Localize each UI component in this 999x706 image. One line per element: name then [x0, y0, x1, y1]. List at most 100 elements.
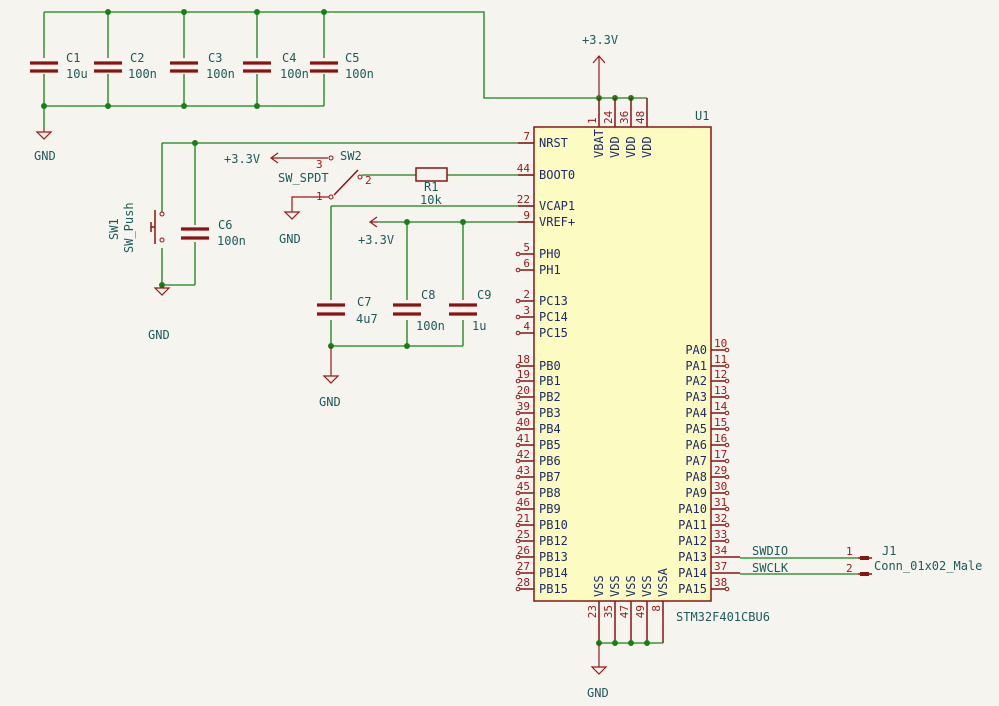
svg-text:GND: GND: [148, 328, 170, 342]
pin-pa3-end: [724, 394, 730, 400]
svg-text:1: 1: [316, 190, 323, 203]
cap-c1[interactable]: C1 10u: [30, 51, 88, 81]
pin-pa2-end: [724, 378, 730, 384]
decoupling-bank: C1 10u C2 100n C3 100n C4 100n C5 100n G…: [30, 9, 647, 163]
sw1-value: SW_Push: [122, 202, 136, 253]
cap-c6[interactable]: C6 100n: [181, 218, 246, 248]
pin-pb15-label: PB15: [539, 582, 568, 596]
pin-pa3-number: 13: [714, 384, 727, 397]
pin-ph1-end: [515, 267, 521, 273]
pin-pa5-number: 15: [714, 416, 727, 429]
pin-pb8-label: PB8: [539, 486, 561, 500]
cap-c5[interactable]: C5 100n: [310, 51, 374, 81]
pin-pb2-number: 20: [517, 384, 530, 397]
pin-pa15-end: [724, 586, 730, 592]
pin-pc14-end: [515, 314, 521, 320]
pin-top-36-label: VDD: [624, 136, 638, 158]
pin-pb15-end: [515, 586, 521, 592]
cap-c4[interactable]: C4 100n: [243, 51, 309, 81]
pin-pb6-end: [515, 458, 521, 464]
pin-pb14-label: PB14: [539, 566, 568, 580]
pin-pa1-end: [724, 363, 730, 369]
pin-vref-plus-label: VREF+: [539, 215, 575, 229]
pin-pa4-end: [724, 410, 730, 416]
pin-pb5-number: 41: [517, 432, 530, 445]
pin-bottom-23-label: VSS: [592, 575, 606, 597]
svg-text:GND: GND: [319, 395, 341, 409]
pin-pa4-number: 14: [714, 400, 728, 413]
pin-pa9-label: PA9: [685, 486, 707, 500]
c3-ref: C3: [208, 51, 222, 65]
pin-pa6-label: PA6: [685, 438, 707, 452]
c7-ref: C7: [357, 295, 371, 309]
pin-pa5-end: [724, 426, 730, 432]
pin-vcap1-number: 22: [517, 193, 530, 206]
c9-value: 1u: [472, 319, 486, 333]
pin-pb5-end: [515, 442, 521, 448]
pin-pb9-end: [515, 506, 521, 512]
pin-pa12-number: 33: [714, 528, 727, 541]
c6-value: 100n: [217, 234, 246, 248]
pin-top-1-number: 1: [586, 117, 599, 124]
pin-pa6-end: [724, 442, 730, 448]
cap-c3[interactable]: C3 100n: [170, 51, 235, 81]
svg-text:GND: GND: [34, 149, 56, 163]
cap-c8[interactable]: C8 100n: [393, 288, 445, 333]
svg-text:+3.3V: +3.3V: [358, 233, 394, 247]
c4-ref: C4: [282, 51, 296, 65]
pin-vcap1-label: VCAP1: [539, 199, 575, 213]
pin-pc13-number: 2: [523, 288, 530, 301]
c7-value: 4u7: [356, 312, 378, 326]
pin-pb10-end: [515, 522, 521, 528]
pin-pc13-end: [515, 298, 521, 304]
u1-value: STM32F401CBU6: [676, 610, 770, 624]
pin-pb4-number: 40: [517, 416, 530, 429]
cap-c9[interactable]: C9 1u: [449, 288, 491, 333]
sw2-spdt[interactable]: +3.3V GND 3 2 1 SW2 SW_SPDT: [224, 149, 372, 246]
svg-text:GND: GND: [279, 232, 301, 246]
swd-connector-j1[interactable]: SWDIO SWCLK 1 2 J1 Conn_01x02_Male: [740, 544, 982, 576]
c1-ref: C1: [66, 51, 80, 65]
boot-circuit: +3.3V GND 3 2 1 SW2 SW_SPDT R1 10k: [224, 149, 534, 246]
pin-pc13-label: PC13: [539, 294, 568, 308]
pin-pb0-number: 18: [517, 353, 530, 366]
pin-pb6-number: 42: [517, 448, 530, 461]
cap-c2[interactable]: C2 100n: [94, 51, 157, 81]
sw1-pushbutton[interactable]: SW1 SW_Push: [107, 202, 165, 253]
pin-pa2-label: PA2: [685, 374, 707, 388]
r1-value: 10k: [420, 193, 442, 207]
pin-pb9-label: PB9: [539, 502, 561, 516]
net-swdio: SWDIO: [752, 544, 788, 558]
pin-pa6-number: 16: [714, 432, 727, 445]
vdd-power: +3.3V: [582, 33, 634, 101]
pin-pb13-label: PB13: [539, 550, 568, 564]
pin-bottom-49-number: 49: [634, 605, 647, 618]
cap-c7[interactable]: C7 4u7: [317, 295, 378, 326]
pin-pb12-end: [515, 538, 521, 544]
c8-ref: C8: [421, 288, 435, 302]
pin-pb12-number: 25: [517, 528, 530, 541]
pin-pa14-label: PA14: [678, 566, 707, 580]
c6-ref: C6: [218, 218, 232, 232]
pin-bottom-47-number: 47: [618, 605, 631, 618]
svg-text:2: 2: [365, 174, 372, 187]
svg-text:3: 3: [316, 158, 323, 171]
resistor-r1[interactable]: R1 10k: [415, 167, 448, 207]
pin-pb14-number: 27: [517, 560, 530, 573]
pin-pa9-number: 30: [714, 480, 727, 493]
sw1-ref: SW1: [107, 218, 121, 240]
pin-boot0-label: BOOT0: [539, 168, 575, 182]
pin-pa4-label: PA4: [685, 406, 707, 420]
pin-pb13-end: [515, 554, 521, 560]
pin-bottom-47-label: VSS: [624, 575, 638, 597]
pin-pb1-end: [515, 378, 521, 384]
pin-pa3-label: PA3: [685, 390, 707, 404]
sw2-ref: SW2: [340, 149, 362, 163]
pin-pb1-number: 19: [517, 368, 530, 381]
sw2-value: SW_SPDT: [278, 171, 329, 185]
pin-pa0-label: PA0: [685, 343, 707, 357]
pin-pb0-end: [515, 363, 521, 369]
pin-nrst-label: NRST: [539, 136, 568, 150]
